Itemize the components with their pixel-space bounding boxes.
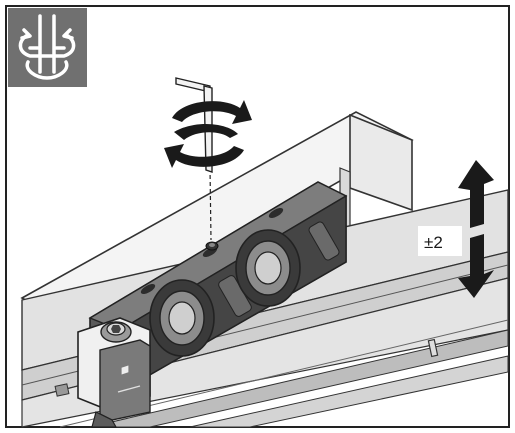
end-bracket xyxy=(77,317,151,428)
roller-right xyxy=(235,229,301,307)
adjustment-screw xyxy=(205,241,219,251)
height-adjust-icon xyxy=(8,8,87,87)
adjust-label-bg xyxy=(418,226,462,256)
adjust-range-label: ±2 xyxy=(424,233,443,252)
roller-left xyxy=(149,279,215,357)
rotate-arrows-icon xyxy=(164,100,252,168)
up-down-arrow-icon xyxy=(458,160,494,298)
guide-line xyxy=(209,167,212,241)
